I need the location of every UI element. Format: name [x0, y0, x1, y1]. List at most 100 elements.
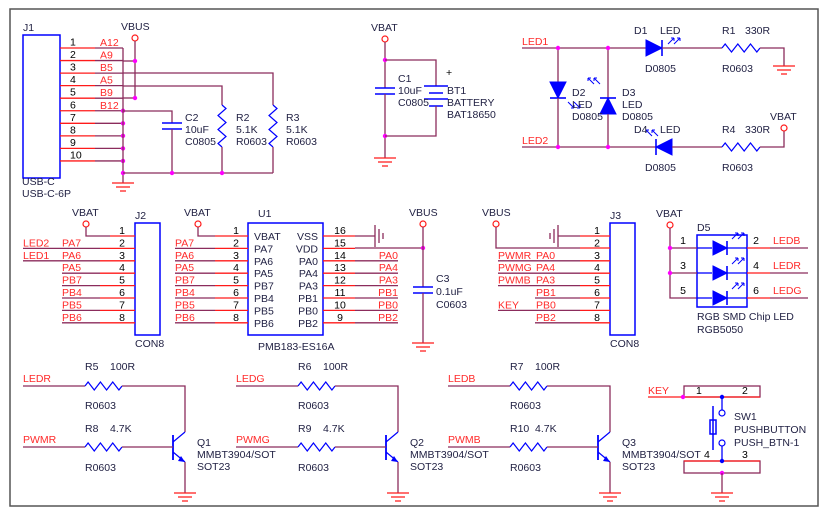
label: SOT23 — [410, 461, 443, 473]
light-emission-icon — [645, 129, 653, 137]
pin-number: 6 — [70, 99, 76, 111]
power-port-icon — [131, 34, 139, 42]
pin-number: 4 — [119, 262, 125, 274]
label: R0603 — [722, 63, 753, 75]
ground-icon — [112, 182, 134, 192]
label: 10uF — [185, 124, 209, 136]
ground-icon — [412, 342, 434, 352]
junction-dot — [667, 270, 673, 276]
pin-number: 9 — [337, 312, 343, 324]
power-port-icon — [666, 221, 674, 229]
wire — [123, 110, 173, 123]
pin-number: 8 — [233, 312, 239, 324]
power-label: VBAT — [184, 207, 211, 219]
power-port-icon — [381, 35, 389, 43]
power-port-icon — [780, 124, 788, 132]
net-label: LED1 — [23, 250, 49, 262]
pin-number: 10 — [70, 149, 82, 161]
label: R10 — [510, 423, 529, 435]
pin-number: 2 — [119, 237, 125, 249]
pin-name: PA7 — [254, 243, 273, 255]
ground-icon — [773, 65, 795, 75]
pin-number: 1 — [70, 37, 76, 49]
power-port-icon — [492, 220, 500, 228]
net-label: LEDB — [773, 235, 800, 247]
j2-value: CON8 — [135, 338, 164, 350]
ground-icon — [711, 492, 733, 502]
pin-number: 7 — [594, 299, 600, 311]
light-emission-icon — [567, 101, 575, 109]
wire — [669, 228, 697, 299]
label: SW1 — [734, 411, 757, 423]
pin-number: 5 — [233, 275, 239, 287]
pin-number: 1 — [119, 225, 125, 237]
light-emission-icon — [651, 129, 659, 137]
label: C0805 — [398, 97, 429, 109]
battery-icon — [424, 85, 448, 107]
resistor-icon — [297, 381, 336, 391]
ground-icon — [174, 492, 196, 502]
pin-number: 5 — [119, 275, 125, 287]
pin-number: 7 — [70, 112, 76, 124]
light-emission-icon — [731, 257, 739, 265]
net-label: LEDR — [773, 260, 801, 272]
net-label: LEDR — [23, 373, 51, 385]
switch-contact-icon — [718, 409, 726, 417]
pin-name: PA5 — [254, 268, 273, 280]
resistor-icon — [721, 43, 761, 53]
label: C1 — [398, 73, 412, 85]
capacitor-icon — [162, 122, 182, 130]
net-label: PWMB — [448, 434, 481, 446]
label: 4.7K — [110, 423, 132, 435]
light-emission-icon — [573, 101, 581, 109]
wire — [197, 227, 215, 237]
wire — [495, 227, 580, 249]
label: LED — [622, 99, 643, 111]
net-label: LEDG — [236, 373, 265, 385]
label: LED — [572, 99, 593, 111]
pin-number: 6 — [594, 287, 600, 299]
label: D2 — [572, 87, 586, 99]
pin-name: PA3 — [299, 281, 318, 293]
emitter-arrow-icon — [603, 456, 610, 462]
label: R3 — [286, 112, 300, 124]
resistor-icon — [268, 104, 278, 148]
net-alias-label: PWMB — [498, 275, 531, 287]
net-label: PA7 — [175, 237, 194, 249]
pin-number: 10 — [334, 299, 346, 311]
pin-number: 13 — [334, 262, 346, 274]
net-label: PA6 — [62, 250, 81, 262]
label: D1 — [634, 25, 648, 37]
u1-value: PMB183-ES16A — [258, 341, 334, 353]
wire — [123, 85, 223, 105]
transistor-icon — [597, 431, 611, 463]
net-label: PA5 — [62, 262, 81, 274]
pin-number: 4 — [70, 74, 76, 86]
emitter-arrow-icon — [178, 456, 185, 462]
pin-name: PB2 — [298, 318, 318, 330]
pin-name: PB0 — [298, 305, 318, 317]
wire — [122, 385, 186, 432]
transistor-icon — [385, 431, 399, 463]
wire — [547, 385, 611, 432]
light-emission-icon — [673, 37, 681, 45]
label: Q2 — [410, 437, 424, 449]
pin-number: 2 — [594, 237, 600, 249]
capacitor-icon — [413, 286, 433, 294]
pin-number: 3 — [70, 62, 76, 74]
label: C0603 — [436, 299, 467, 311]
net-label: B12 — [100, 100, 119, 112]
ground-icon — [599, 492, 621, 502]
net-label: LED2 — [23, 237, 49, 249]
net-label: B9 — [100, 87, 113, 99]
pin-number: 11 — [335, 287, 346, 299]
resistor-icon — [84, 442, 123, 452]
wire — [760, 47, 785, 56]
net-label: PA4 — [536, 262, 555, 274]
label: R0603 — [510, 462, 541, 474]
label: 330R — [745, 25, 771, 37]
label: D0805 — [645, 63, 676, 75]
label: MMBT3904/SOT — [197, 449, 276, 461]
pin-number: 5 — [594, 275, 600, 287]
label: RGB SMD Chip LED — [697, 311, 794, 323]
